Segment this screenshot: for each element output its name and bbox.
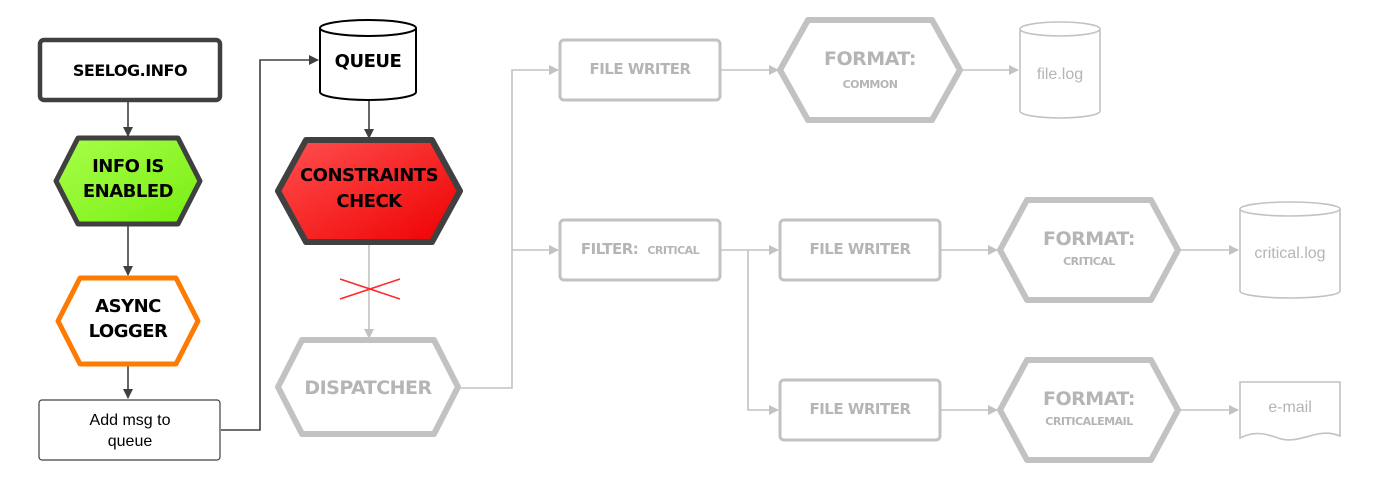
critical-log-node: critical.log [1239,201,1341,299]
async-logger-label-line2: LOGGER [89,321,168,342]
add-msg-node: Add msg to queue [38,399,221,461]
format-common-title: FORMAT: [824,48,916,70]
queue-node: QUEUE [319,19,417,101]
arrow-dispatcher-to-filewriter1 [458,65,559,389]
file-writer-2-node: FILE WRITER [778,218,942,282]
dispatcher-node: DISPATCHER [275,337,461,437]
format-critical-title: FORMAT: [1043,228,1135,250]
constraints-check-label-line2: CHECK [336,191,403,212]
file-writer-2-label: FILE WRITER [809,240,911,258]
filter-node: FILTER: CRITICAL [558,218,722,282]
add-msg-label-line1: Add msg to [90,412,171,429]
file-writer-3-label: FILE WRITER [809,400,911,418]
async-logger-node: ASYNC LOGGER [55,275,201,367]
filter-label-sub: CRITICAL [647,244,699,257]
info-enabled-node: INFO IS ENABLED [53,135,203,227]
format-critical-sub: CRITICAL [1063,255,1115,268]
file-writer-3-node: FILE WRITER [778,378,942,442]
format-criticalemail-title: FORMAT: [1043,388,1135,410]
format-critical-node: FORMAT: CRITICAL [997,197,1181,303]
filter-label-prefix: FILTER: [581,240,638,258]
async-logger-label-line1: ASYNC [95,296,161,317]
format-common-node: FORMAT: COMMON [777,17,963,123]
constraints-check-node: CONSTRAINTS CHECK [275,137,463,245]
queue-label: QUEUE [335,51,402,72]
file-writer-1-node: FILE WRITER [558,38,722,102]
format-common-sub: COMMON [843,78,898,91]
format-criticalemail-sub: CRITICALEMAIL [1045,415,1133,428]
file-writer-1-label: FILE WRITER [589,60,691,78]
constraints-check-label-line1: CONSTRAINTS [300,165,438,186]
connectors [123,55,1239,431]
seelog-info-label: SEELOG.INFO [73,61,187,80]
dispatcher-label: DISPATCHER [304,377,432,399]
add-msg-label-line2: queue [108,433,153,450]
info-enabled-label-line2: ENABLED [83,181,173,202]
blocked-cross-icon [339,278,401,300]
format-criticalemail-node: FORMAT: CRITICALEMAIL [997,357,1181,463]
arrow-filter-to-filewriter3 [747,250,779,415]
critical-log-label: critical.log [1254,245,1325,262]
arrow-addmsg-to-queue [221,55,319,431]
file-log-label: file.log [1037,66,1083,83]
email-document-node: e-mail [1239,381,1341,441]
email-label: e-mail [1268,399,1312,416]
file-log-node: file.log [1019,21,1101,119]
filter-label: FILTER: CRITICAL [581,239,700,258]
info-enabled-label-line1: INFO IS [92,156,164,177]
seelog-info-node: SEELOG.INFO [37,37,223,103]
